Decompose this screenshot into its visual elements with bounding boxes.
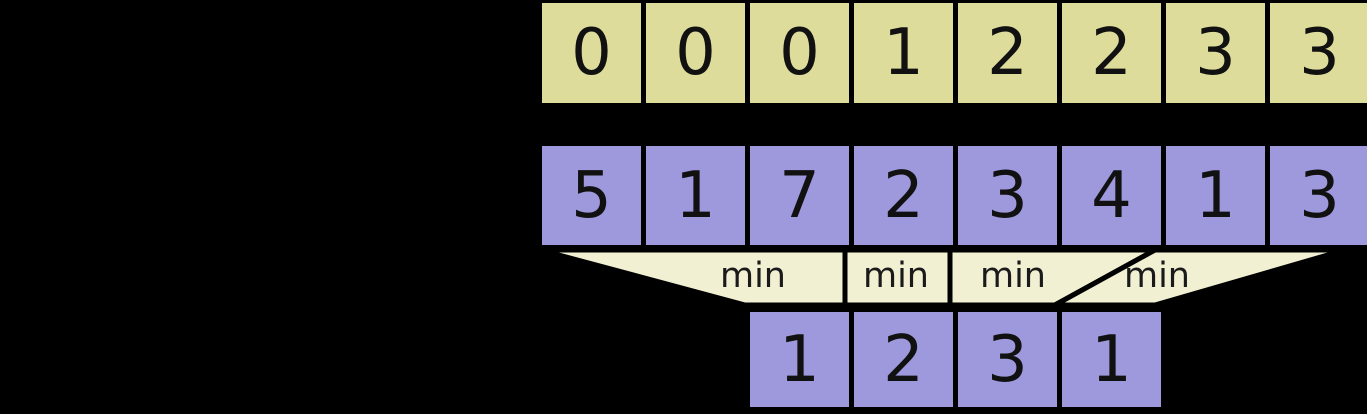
bottom-array-cell-2: 3 [953, 307, 1062, 412]
min-label-2: min [863, 256, 929, 296]
bottom-array-cell-1: 2 [849, 307, 958, 412]
middle-array-cell-7: 3 [1265, 141, 1367, 250]
top-array-cell-1: 0 [641, 0, 750, 108]
middle-array-cell-0: 5 [537, 141, 646, 250]
min-label-4: min [1124, 256, 1190, 296]
middle-array-cell-6: 1 [1161, 141, 1270, 250]
top-array-cell-3: 1 [849, 0, 958, 108]
middle-array-cell-1: 1 [641, 141, 750, 250]
min-region-1 [539, 247, 848, 308]
bottom-array-row: 1 2 3 1 [745, 307, 1166, 412]
top-array-cell-4: 2 [953, 0, 1062, 108]
top-array-cell-0: 0 [537, 0, 646, 108]
bottom-array-cell-0: 1 [745, 307, 854, 412]
min-label-3: min [980, 256, 1046, 296]
top-array-row: 0 0 0 1 2 2 3 3 [537, 0, 1367, 108]
middle-array-cell-4: 3 [953, 141, 1062, 250]
bottom-array-cell-3: 1 [1057, 307, 1166, 412]
top-array-cell-7: 3 [1265, 0, 1367, 108]
min-region-4 [1053, 247, 1346, 308]
top-array-cell-5: 2 [1057, 0, 1166, 108]
min-label-1: min [720, 256, 786, 296]
middle-array-cell-5: 4 [1057, 141, 1166, 250]
